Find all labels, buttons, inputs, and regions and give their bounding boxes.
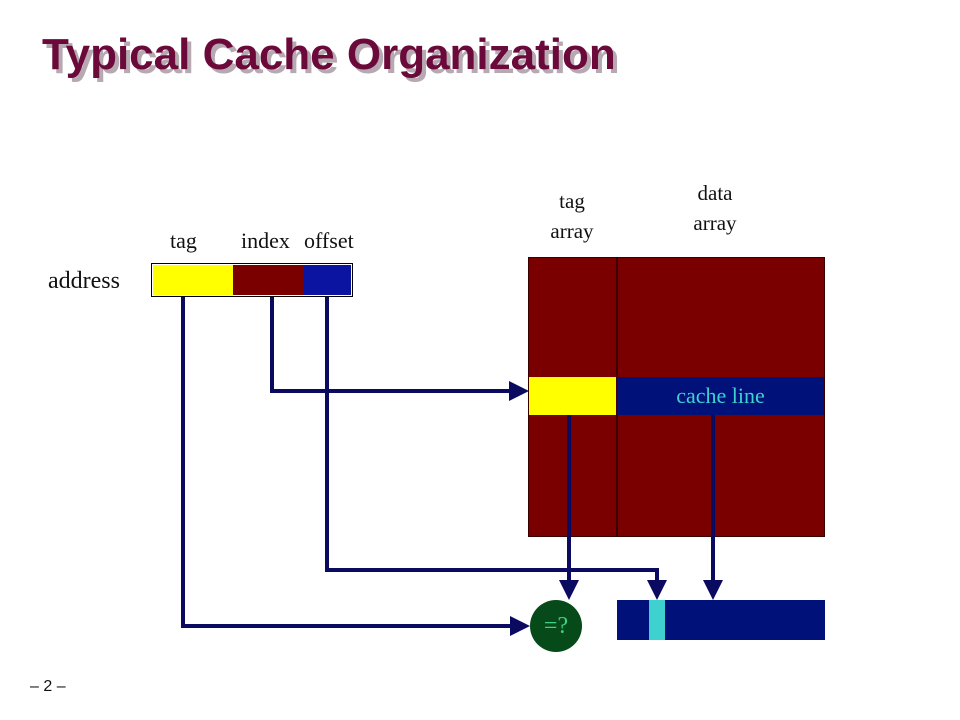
address-bar: [151, 263, 353, 297]
address-index-field: [233, 265, 304, 295]
data-array-label: data array: [665, 178, 765, 238]
address-tag-field: [153, 265, 233, 295]
selected-word: [649, 600, 665, 640]
address-label: address: [48, 268, 120, 294]
address-offset-field: [304, 265, 351, 295]
tag-array-label: tag array: [528, 186, 616, 246]
slide-title: Typical Cache Organization: [42, 30, 616, 79]
field-label-index: index: [241, 228, 290, 253]
index-line: [270, 297, 529, 401]
cache-line: cache line: [617, 377, 824, 415]
page-number: – 2 –: [30, 678, 66, 695]
comparator-label: =?: [543, 612, 569, 639]
field-label-tag: tag: [170, 228, 197, 253]
tag-line: [181, 297, 530, 636]
selected-tag-entry: [529, 377, 616, 415]
field-label-offset: offset: [304, 228, 354, 253]
tag-array-label-text: tag array: [550, 189, 594, 243]
tag-comparator: =?: [530, 600, 582, 652]
cache-line-label: cache line: [676, 383, 765, 408]
data-array-label-text: data array: [693, 181, 737, 235]
